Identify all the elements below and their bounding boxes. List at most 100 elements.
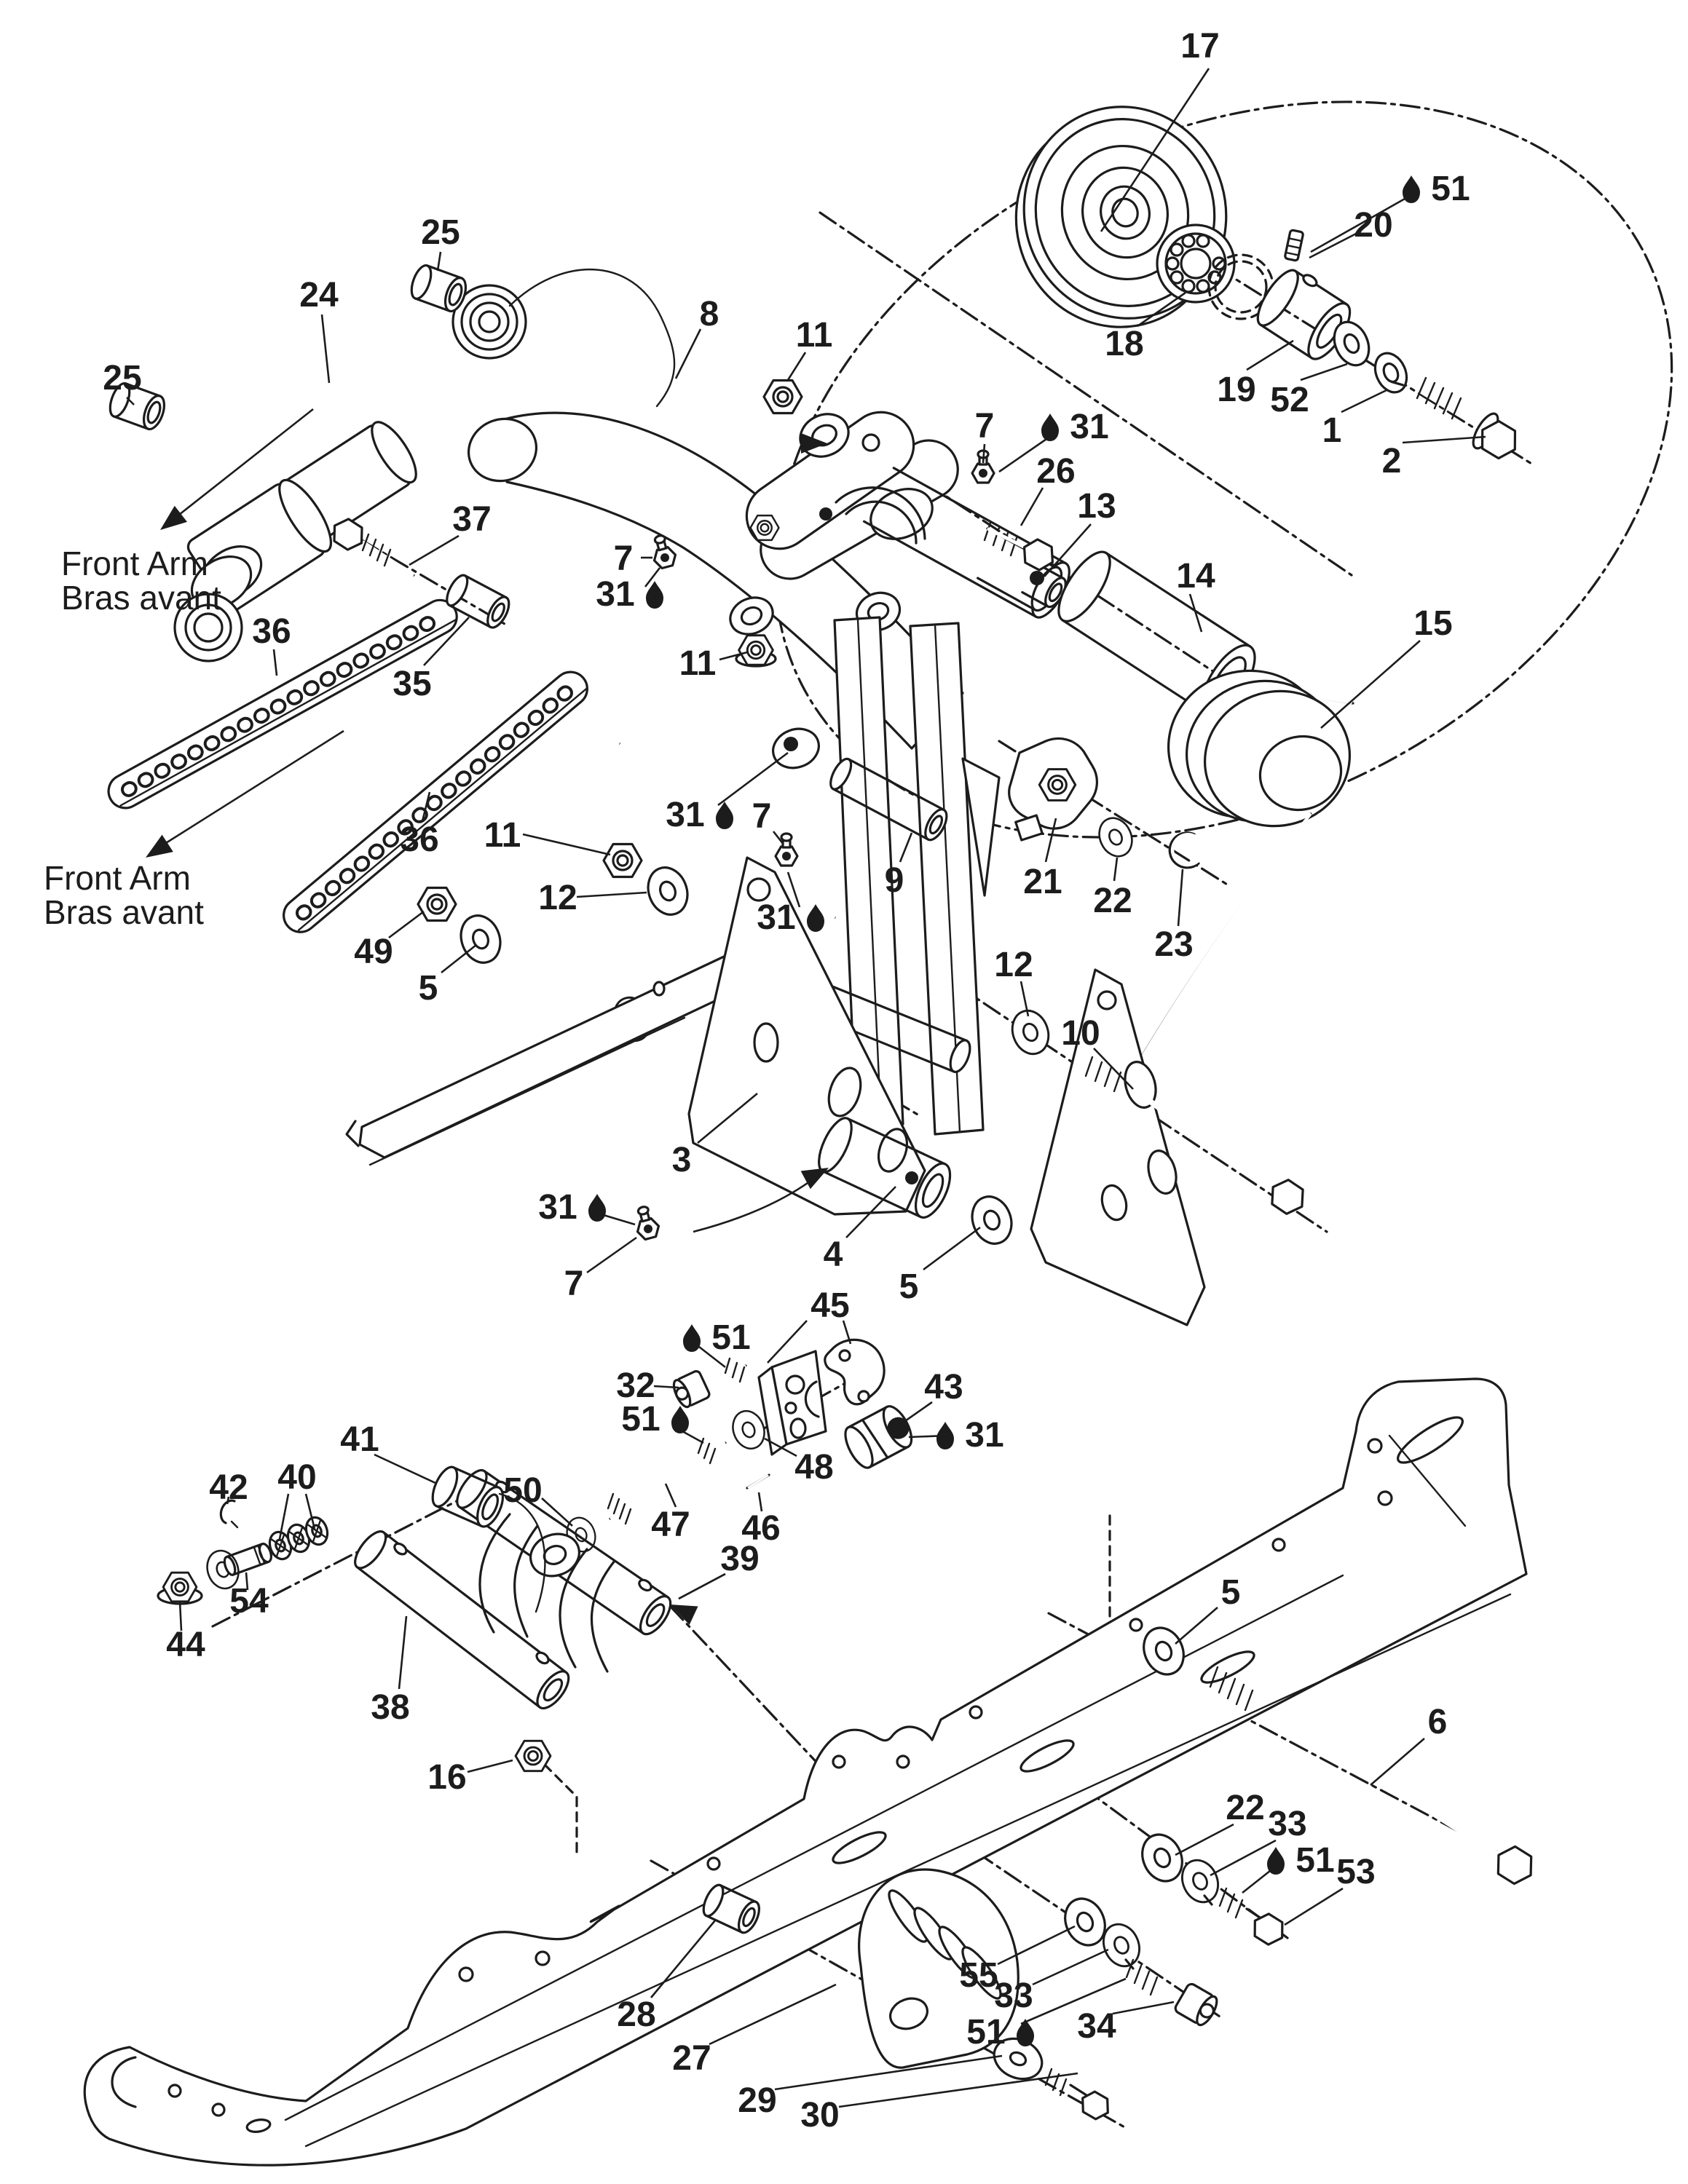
callout-36: 36 xyxy=(400,791,439,859)
washer-12a xyxy=(640,860,695,922)
washer-52 xyxy=(1333,320,1370,367)
callout-11: 11 xyxy=(786,316,832,381)
leader-line xyxy=(226,1496,230,1505)
nut-49 xyxy=(417,886,457,922)
leader-line xyxy=(388,910,425,939)
bolt-34 xyxy=(1125,1958,1218,2027)
lock-washer-33b xyxy=(1175,1853,1226,1910)
part-number: 7 xyxy=(614,539,634,578)
e-clip-23 xyxy=(1168,831,1200,869)
leader-line xyxy=(1284,1887,1344,1926)
leader-line xyxy=(786,352,807,381)
leader-line xyxy=(320,314,331,384)
direction-arrow xyxy=(154,505,187,539)
nut-44-flanged xyxy=(157,1571,203,1605)
part-number: 24 xyxy=(299,276,339,314)
bearing xyxy=(1156,223,1236,304)
part-number: 15 xyxy=(1413,604,1452,643)
callout-15: 15 xyxy=(1320,604,1453,729)
callout-53: 53 xyxy=(1284,1853,1376,1926)
callout-31: 31 xyxy=(757,871,824,937)
part-number: 14 xyxy=(1176,557,1215,596)
oil-drop-icon xyxy=(588,1194,606,1222)
callout-25: 25 xyxy=(103,359,142,405)
strip-36-upper xyxy=(107,598,458,810)
rod-47 xyxy=(607,1437,727,1525)
wear-protector-27 xyxy=(858,1868,1019,2069)
part-number: 50 xyxy=(503,1471,542,1510)
leader-line xyxy=(1402,435,1486,444)
leader-line xyxy=(674,328,702,379)
front-arm-label: Front Arm xyxy=(44,859,191,897)
callout-44: 44 xyxy=(166,1601,205,1664)
leader-line xyxy=(982,443,986,464)
part-number: 49 xyxy=(354,933,393,971)
grease-fitting-7d xyxy=(630,1203,663,1243)
leader-line xyxy=(923,1226,981,1271)
callout-16: 16 xyxy=(427,1758,513,1797)
callout-50: 50 xyxy=(503,1471,573,1527)
bushing-41 xyxy=(431,1465,505,1528)
part-number: 12 xyxy=(538,879,577,917)
bushing-25-left xyxy=(109,381,166,431)
leader-line xyxy=(845,1186,896,1238)
callout-55: 55 xyxy=(959,1925,1076,1995)
leader-line xyxy=(1019,487,1044,526)
leader-line xyxy=(467,1759,513,1773)
callout-7: 7 xyxy=(614,539,652,578)
part-number: 45 xyxy=(811,1286,849,1325)
callout-32: 32 xyxy=(616,1366,679,1405)
part-number: 16 xyxy=(427,1758,466,1797)
leader-line xyxy=(764,1437,797,1457)
callout-3: 3 xyxy=(672,1092,758,1179)
strip-36-lower xyxy=(283,670,588,933)
fin-plate xyxy=(961,757,1001,897)
part-number: 53 xyxy=(1336,1853,1375,1891)
leader-line xyxy=(786,871,801,908)
clamp-half-45 xyxy=(824,1338,886,1406)
callout-52: 52 xyxy=(1270,363,1348,419)
part-number: 44 xyxy=(166,1626,205,1664)
part-number: 22 xyxy=(1226,1789,1264,1827)
callout-37: 37 xyxy=(409,500,492,566)
bolt-32 xyxy=(672,1357,747,1409)
washer-5c xyxy=(964,1190,1019,1251)
callout-5: 5 xyxy=(1175,1573,1241,1645)
leader-line xyxy=(1300,363,1348,381)
callout-14: 14 xyxy=(1176,557,1215,633)
washer-22 xyxy=(1092,812,1139,863)
washer-29 xyxy=(993,2037,1044,2081)
part-number: 25 xyxy=(421,213,460,252)
leader-line xyxy=(717,751,789,807)
callout-34: 34 xyxy=(1077,2001,1175,2046)
callout-10: 10 xyxy=(1061,1014,1134,1090)
part-number: 35 xyxy=(393,665,431,703)
callout-25: 25 xyxy=(421,213,460,272)
leader-line xyxy=(1020,1977,1127,2025)
part-number: 5 xyxy=(1221,1573,1241,1612)
leader-line xyxy=(398,1615,408,1690)
washers-40 xyxy=(268,1516,329,1561)
oil-drop-icon xyxy=(1041,414,1059,441)
leader-line xyxy=(522,833,611,856)
part-number: 40 xyxy=(277,1458,316,1497)
leader-line xyxy=(902,1401,933,1424)
rail xyxy=(83,1377,1528,2167)
callout-42: 42 xyxy=(209,1468,248,1507)
part-number: 51 xyxy=(1431,170,1470,208)
callout-31: 31 xyxy=(908,1416,1004,1455)
part-number: 33 xyxy=(1268,1805,1306,1843)
nut-11a xyxy=(762,379,803,415)
leader-line xyxy=(421,791,431,822)
oil-drop-icon xyxy=(1267,1847,1285,1875)
part-number: 2 xyxy=(1382,442,1402,480)
part-number: 54 xyxy=(229,1582,269,1621)
leader-line xyxy=(1309,230,1361,259)
part-number: 12 xyxy=(994,946,1033,984)
callout-48: 48 xyxy=(764,1437,834,1487)
part-number: 7 xyxy=(975,407,995,446)
leader-line xyxy=(1100,68,1210,232)
callout-4: 4 xyxy=(824,1186,896,1274)
